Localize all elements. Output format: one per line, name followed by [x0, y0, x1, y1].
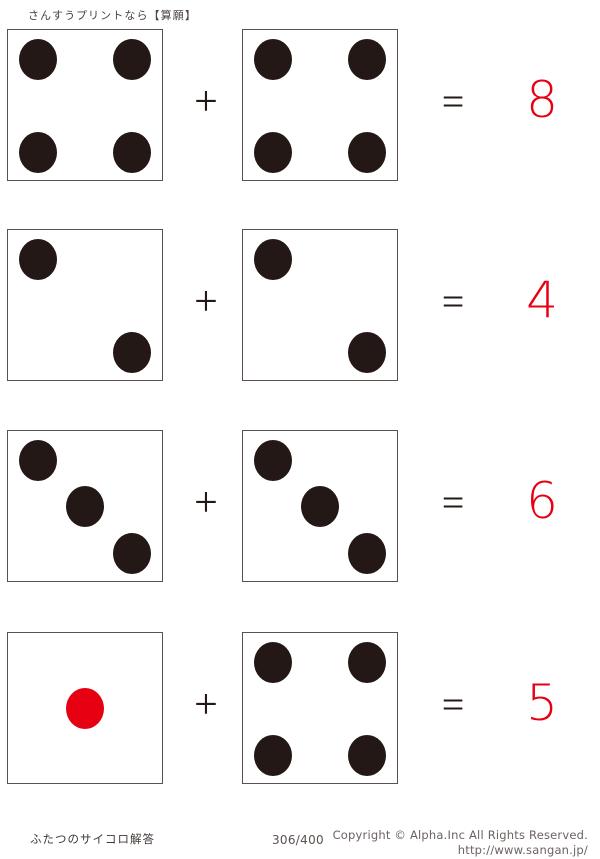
- die-pip: [348, 642, 386, 683]
- footer-worksheet-title: ふたつのサイコロ解答: [30, 832, 155, 846]
- die-pip: [254, 39, 292, 80]
- problem-row: + = 4: [0, 229, 600, 389]
- die-left: [7, 632, 163, 784]
- die-right: [242, 29, 398, 181]
- answer-value: 4: [526, 271, 558, 329]
- die-pip: [254, 132, 292, 173]
- footer-copyright: Copyright © Alpha.Inc All Rights Reserve…: [332, 828, 588, 842]
- problem-row: + = 8: [0, 29, 600, 189]
- die-pip: [254, 735, 292, 776]
- problem-row: + = 5: [0, 632, 600, 792]
- die-left: [7, 229, 163, 381]
- plus-operator: +: [194, 480, 218, 526]
- footer-page-number: 306/400: [272, 833, 324, 847]
- equals-operator: =: [441, 682, 465, 727]
- equals-operator: =: [441, 480, 465, 525]
- die-pip: [348, 332, 386, 373]
- die-pip: [254, 642, 292, 683]
- die-pip: [348, 533, 386, 574]
- die-pip: [19, 440, 57, 481]
- problem-list: + = 8 + = 4 + = 6 + = 5: [0, 29, 600, 792]
- die-pip: [66, 486, 104, 527]
- answer-value: 6: [526, 472, 558, 530]
- die-left: [7, 29, 163, 181]
- equals-operator: =: [441, 79, 465, 124]
- die-left: [7, 430, 163, 582]
- die-pip: [254, 440, 292, 481]
- die-pip: [113, 39, 151, 80]
- die-pip: [254, 239, 292, 280]
- die-right: [242, 229, 398, 381]
- die-right: [242, 430, 398, 582]
- plus-operator: +: [194, 79, 218, 125]
- problem-row: + = 6: [0, 430, 600, 590]
- die-pip: [113, 132, 151, 173]
- answer-value: 8: [526, 71, 558, 129]
- die-pip: [348, 132, 386, 173]
- page-title: さんすうプリントなら【算願】: [28, 9, 197, 22]
- die-pip: [19, 239, 57, 280]
- equals-operator: =: [441, 279, 465, 324]
- footer: ふたつのサイコロ解答 306/400 Copyright © Alpha.Inc…: [0, 800, 600, 859]
- plus-operator: +: [194, 279, 218, 325]
- die-pip: [19, 39, 57, 80]
- die-pip: [113, 533, 151, 574]
- die-pip: [301, 486, 339, 527]
- die-pip: [66, 688, 104, 729]
- die-right: [242, 632, 398, 784]
- die-pip: [113, 332, 151, 373]
- answer-value: 5: [526, 674, 558, 732]
- plus-operator: +: [194, 682, 218, 728]
- footer-url[interactable]: http://www.sangan.jp/: [457, 843, 588, 857]
- die-pip: [348, 39, 386, 80]
- die-pip: [348, 735, 386, 776]
- die-pip: [19, 132, 57, 173]
